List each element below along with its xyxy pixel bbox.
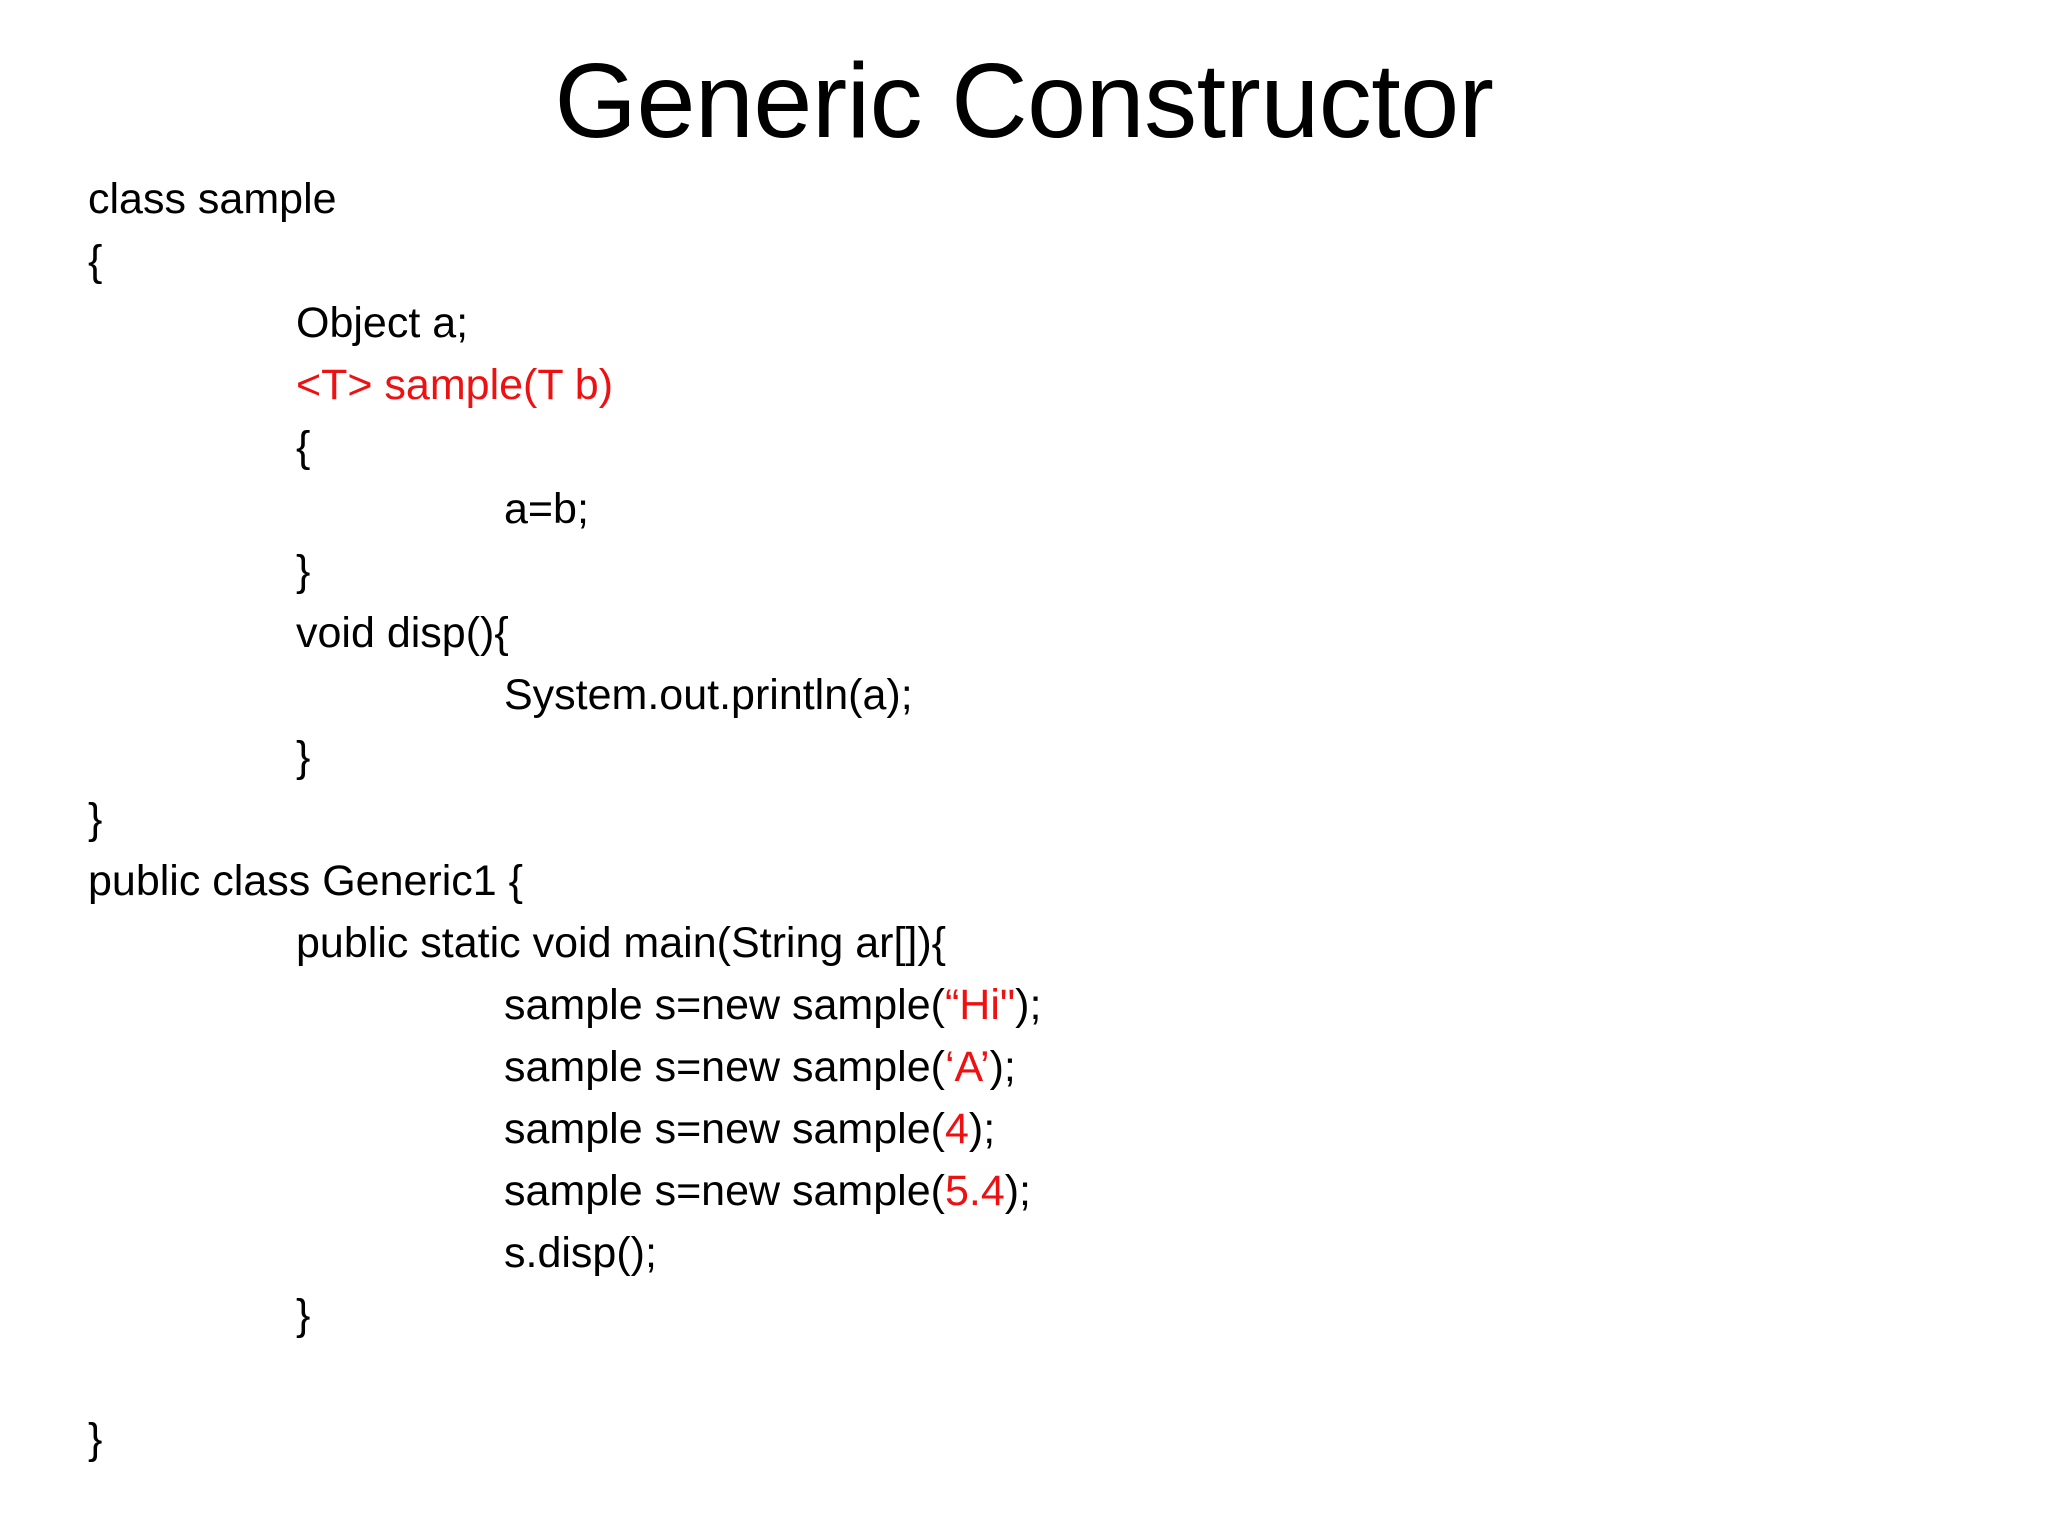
code-line: } (88, 788, 1988, 850)
code-token: sample s=new sample( (504, 1043, 945, 1091)
code-line: sample s=new sample(“Hi"); (88, 974, 1988, 1036)
code-line: sample s=new sample(4); (88, 1098, 1988, 1160)
code-token: sample s=new sample( (504, 981, 945, 1029)
code-token: } (296, 1291, 311, 1339)
code-token-highlight: 5.4 (944, 1167, 1005, 1215)
code-token: public class Generic1 { (88, 857, 523, 905)
code-token: { (88, 237, 103, 285)
code-token: { (296, 423, 311, 471)
code-token-highlight: ‘A’ (944, 1043, 990, 1091)
code-token: } (296, 733, 311, 781)
code-token: System.out.println(a); (504, 671, 913, 719)
code-line: sample s=new sample(5.4); (88, 1160, 1988, 1222)
code-line: } (88, 726, 1988, 788)
code-line: { (88, 416, 1988, 478)
code-line: public class Generic1 { (88, 850, 1988, 912)
code-token: ); (989, 1043, 1016, 1091)
code-token: a=b; (504, 485, 589, 533)
code-line: { (88, 230, 1988, 292)
code-block: class sample { Object a; <T> sample(T b) { a=… (88, 168, 1988, 1470)
code-token: ); (1015, 981, 1042, 1029)
code-token: } (88, 795, 103, 843)
code-line: public static void main(String ar[]){ (88, 912, 1988, 974)
code-token-highlight: 4 (944, 1105, 969, 1153)
code-token: void disp(){ (296, 609, 509, 657)
code-token: s.disp(); (504, 1229, 657, 1277)
code-line: System.out.println(a); (88, 664, 1988, 726)
code-token-highlight: <T> sample(T b) (296, 361, 614, 409)
code-line (88, 1346, 1988, 1408)
code-line: sample s=new sample(‘A’); (88, 1036, 1988, 1098)
code-token: } (88, 1415, 103, 1463)
code-token: } (296, 547, 311, 595)
code-token: public static void main(String ar[]){ (296, 919, 947, 967)
code-line: class sample (88, 168, 1988, 230)
code-token: Object a; (296, 299, 469, 347)
code-line: } (88, 1284, 1988, 1346)
code-token: ); (1004, 1167, 1032, 1215)
code-line: } (88, 1408, 1988, 1470)
code-token: sample s=new sample( (504, 1105, 945, 1153)
code-token: sample s=new sample( (504, 1167, 945, 1215)
code-line: s.disp(); (88, 1222, 1988, 1284)
code-token: ); (968, 1105, 996, 1153)
code-line: void disp(){ (88, 602, 1988, 664)
code-line: Object a; (88, 292, 1988, 354)
code-line: a=b; (88, 478, 1988, 540)
code-line: <T> sample(T b) (88, 354, 1988, 416)
code-line: } (88, 540, 1988, 602)
code-token-highlight: “Hi" (944, 981, 1016, 1029)
page-title: Generic Constructor (554, 42, 1494, 160)
code-token: class sample (88, 175, 337, 223)
